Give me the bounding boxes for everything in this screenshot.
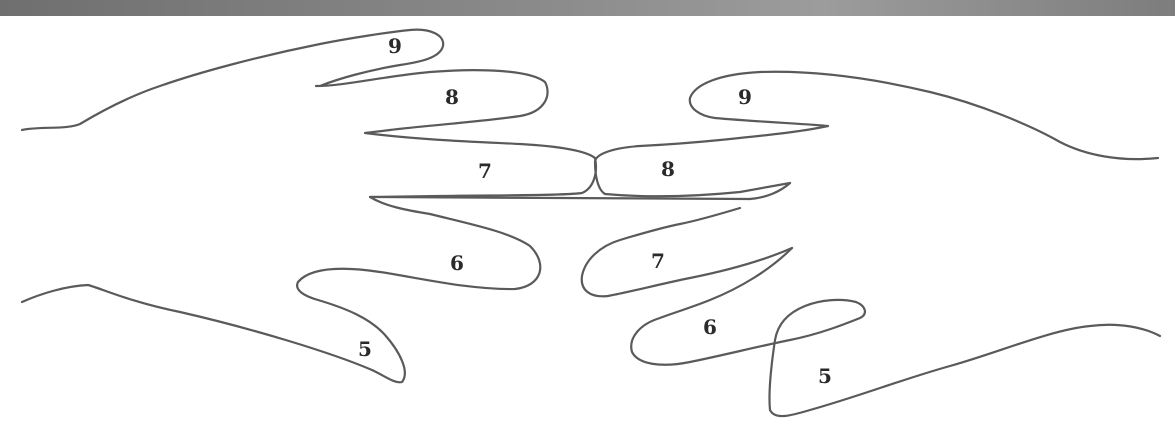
left-upper-hand-outline [22,30,596,214]
right-lower-finger-6-label: 6 [703,315,717,339]
left-upper-finger-8-label: 8 [445,85,459,109]
left-upper-hand-finger-divider [370,197,750,199]
header-bar [0,0,1175,16]
left-lower-hand-outline [22,214,540,382]
right-upper-hand-outline [595,72,1158,196]
left-lower-finger-6-label: 6 [450,251,464,275]
right-lower-finger-5-label: 5 [818,364,832,388]
right-upper-hand [595,72,1158,199]
right-upper-finger-8-label: 8 [661,157,675,181]
left-upper-finger-7-label: 7 [478,159,492,183]
right-lower-finger-7-label: 7 [651,249,665,273]
right-upper-hand-lower-edge [750,183,790,199]
right-upper-finger-9-label: 9 [738,85,752,109]
hand-fingers-diagram: 9 8 7 6 5 9 8 7 6 5 [0,16,1175,445]
right-lower-hand-outline [582,208,792,296]
left-upper-hand [22,30,750,214]
left-lower-hand [22,214,540,382]
left-lower-finger-5-label: 5 [358,337,372,361]
left-upper-finger-9-label: 9 [388,34,402,58]
right-lower-hand [582,208,1160,416]
